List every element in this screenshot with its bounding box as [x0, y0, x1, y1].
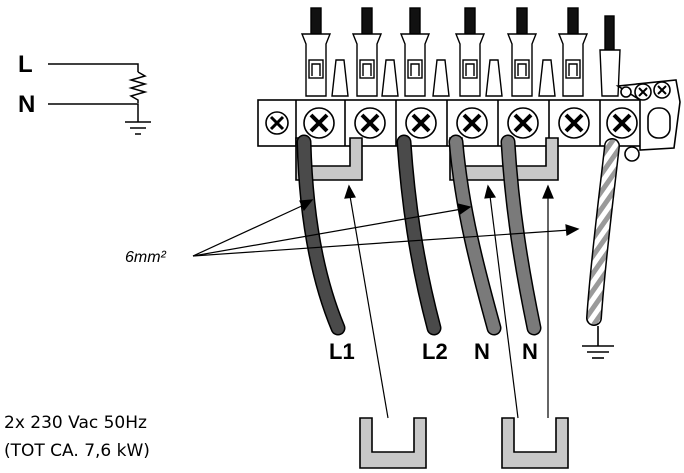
earth-ground-symbol [582, 326, 614, 359]
screw-icon [507, 107, 539, 139]
earth-screw-icon [620, 81, 671, 101]
neutral-conductor [48, 103, 139, 122]
cross-section-label: 6mm² [125, 249, 167, 266]
label-n2: N [522, 339, 538, 364]
label-n1: N [474, 339, 490, 364]
neutral-label: N [18, 91, 35, 118]
screw-icon [265, 111, 289, 135]
line-conductor [48, 63, 139, 72]
cross-section-callout [192, 199, 580, 257]
supply-voltage-text: 2x 230 Vac 50Hz [4, 413, 147, 433]
screw-icon [606, 107, 638, 139]
supply-power-text: (TOT CA. 7,6 kW) [4, 441, 150, 461]
terminal-screws [265, 81, 671, 139]
ground-symbol [125, 121, 151, 135]
cables [296, 134, 620, 336]
screw-icon [354, 107, 386, 139]
screw-icon [405, 107, 437, 139]
label-l2: L2 [422, 339, 448, 364]
screw-icon [456, 107, 488, 139]
screw-icon [303, 107, 335, 139]
cable-lugs [300, 7, 621, 97]
label-l1: L1 [329, 339, 355, 364]
supply-schematic: L N [18, 51, 151, 135]
bridge-pointer-lines [344, 184, 554, 419]
resistor-symbol [128, 71, 148, 103]
spare-jumper-bridges [359, 417, 569, 469]
line-label: L [18, 51, 33, 78]
screw-icon [558, 107, 590, 139]
